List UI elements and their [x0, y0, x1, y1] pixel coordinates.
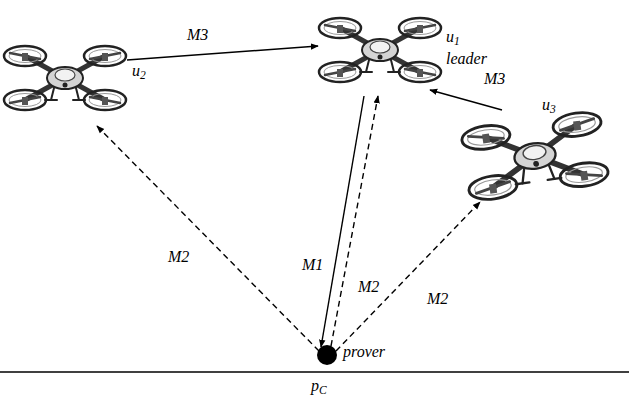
- prover-id: pC: [311, 377, 327, 397]
- message-arrow: [430, 90, 502, 110]
- drone-node: u3: [472, 104, 598, 208]
- drone-u2: [4, 46, 126, 110]
- drone-node: u1leader: [318, 4, 442, 96]
- prover-dot: proverpC: [317, 345, 337, 365]
- prover-label: prover: [343, 343, 385, 361]
- message-label: M3: [185, 26, 210, 44]
- message-label: M3: [482, 70, 507, 88]
- dashed-message-arrow: [336, 202, 480, 351]
- drone-u1: [319, 18, 441, 82]
- drone-id: u2: [132, 62, 146, 82]
- message-label: M2: [166, 248, 191, 266]
- drone-id: u3: [542, 96, 556, 116]
- message-arrow: [321, 96, 364, 347]
- message-label: M1: [300, 256, 325, 274]
- ground-line: [0, 371, 629, 373]
- role-label: leader: [446, 50, 487, 68]
- drone-node: u2: [5, 30, 127, 126]
- drone-u3: [460, 110, 609, 202]
- drone-id: u1: [446, 28, 460, 48]
- message-label: M2: [356, 278, 381, 296]
- message-label: M2: [425, 290, 450, 308]
- message-arrow: [127, 46, 318, 60]
- dashed-message-arrow: [97, 126, 319, 351]
- dashed-message-arrow: [331, 96, 378, 346]
